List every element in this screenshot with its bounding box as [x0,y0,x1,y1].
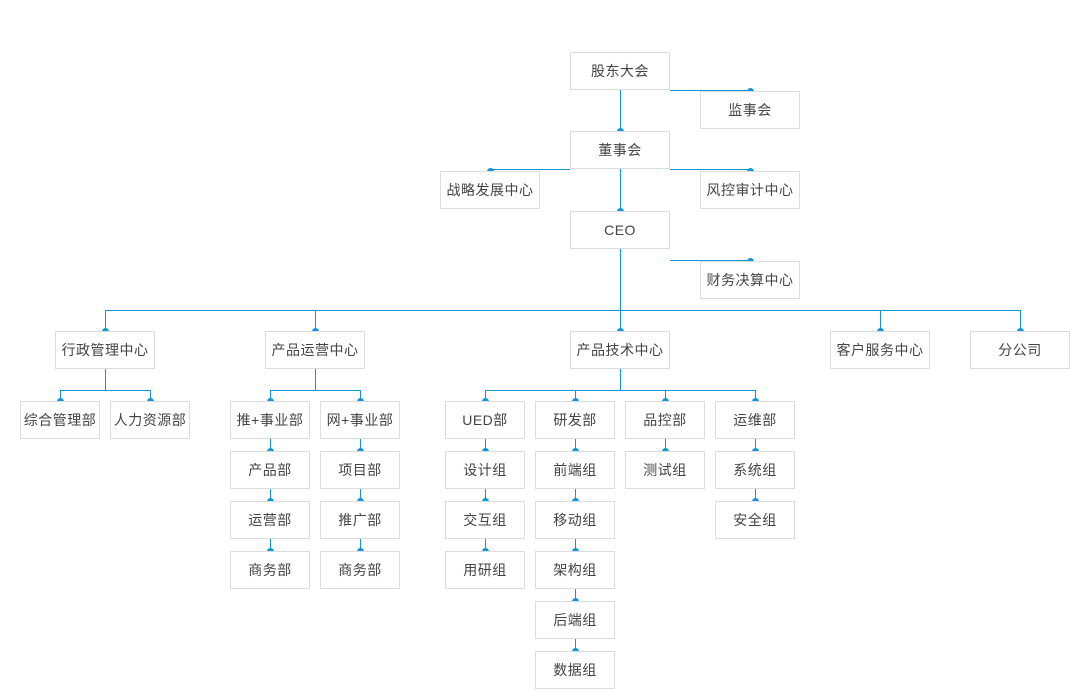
connector-line [490,169,570,170]
connector-line [360,390,361,401]
connector-line [575,489,576,501]
connector-line [270,539,271,551]
connector-line [485,390,755,391]
org-node[interactable]: 客户服务中心 [830,331,930,369]
connector-line [270,489,271,501]
connector-line [755,390,756,401]
connector-line [575,639,576,651]
org-node[interactable]: 研发部 [535,401,615,439]
connector-line [485,489,486,501]
connector-line [270,439,271,451]
connector-line [360,439,361,451]
connector-line [665,390,666,401]
connector-line [670,260,750,261]
connector-line [755,489,756,501]
org-node[interactable]: 综合管理部 [20,401,100,439]
connector-line [670,169,750,170]
connector-line [360,539,361,551]
connector-line [105,310,106,331]
org-node[interactable]: 设计组 [445,451,525,489]
org-node[interactable]: 网+事业部 [320,401,400,439]
connector-line [60,390,61,401]
org-node[interactable]: 推+事业部 [230,401,310,439]
connector-line [485,439,486,451]
org-node[interactable]: CEO [570,211,670,249]
org-node[interactable]: 人力资源部 [110,401,190,439]
connector-line [105,369,106,391]
connector-line [620,249,621,310]
connector-line [620,310,621,331]
org-node[interactable]: 产品技术中心 [570,331,670,369]
org-node[interactable]: 移动组 [535,501,615,539]
org-node[interactable]: 交互组 [445,501,525,539]
org-node[interactable]: 监事会 [700,91,800,129]
org-node[interactable]: 分公司 [970,331,1070,369]
org-node[interactable]: 运维部 [715,401,795,439]
org-node[interactable]: 用研组 [445,551,525,589]
org-node[interactable]: 项目部 [320,451,400,489]
connector-line [315,369,316,391]
connector-line [575,439,576,451]
connector-line [880,310,881,331]
org-node[interactable]: 行政管理中心 [55,331,155,369]
org-node[interactable]: UED部 [445,401,525,439]
connector-line [150,390,151,401]
org-node[interactable]: 前端组 [535,451,615,489]
org-node[interactable]: 战略发展中心 [440,171,540,209]
connector-line [620,169,621,211]
org-node[interactable]: 测试组 [625,451,705,489]
connector-line [485,539,486,551]
connector-line [270,390,271,401]
connector-line [620,369,621,391]
org-node[interactable]: 架构组 [535,551,615,589]
org-node[interactable]: 商务部 [230,551,310,589]
connector-line [485,390,486,401]
connector-line [315,310,316,331]
connector-line [670,90,750,91]
org-node[interactable]: 推广部 [320,501,400,539]
org-node[interactable]: 品控部 [625,401,705,439]
org-node[interactable]: 产品运营中心 [265,331,365,369]
connector-line [270,390,360,391]
connector-line [620,90,621,131]
connector-line [1020,310,1021,331]
connector-line [755,439,756,451]
org-node[interactable]: 安全组 [715,501,795,539]
org-node[interactable]: 系统组 [715,451,795,489]
connector-line [360,489,361,501]
org-node[interactable]: 商务部 [320,551,400,589]
connector-line [105,310,1020,311]
connector-line [575,390,576,401]
org-node[interactable]: 风控审计中心 [700,171,800,209]
org-node[interactable]: 运营部 [230,501,310,539]
org-node[interactable]: 数据组 [535,651,615,689]
org-node[interactable]: 财务决算中心 [700,261,800,299]
org-node[interactable]: 董事会 [570,131,670,169]
connector-line [575,589,576,601]
connector-line [575,539,576,551]
org-node[interactable]: 股东大会 [570,52,670,90]
org-node[interactable]: 产品部 [230,451,310,489]
org-node[interactable]: 后端组 [535,601,615,639]
connector-line [60,390,150,391]
connector-line [665,439,666,451]
